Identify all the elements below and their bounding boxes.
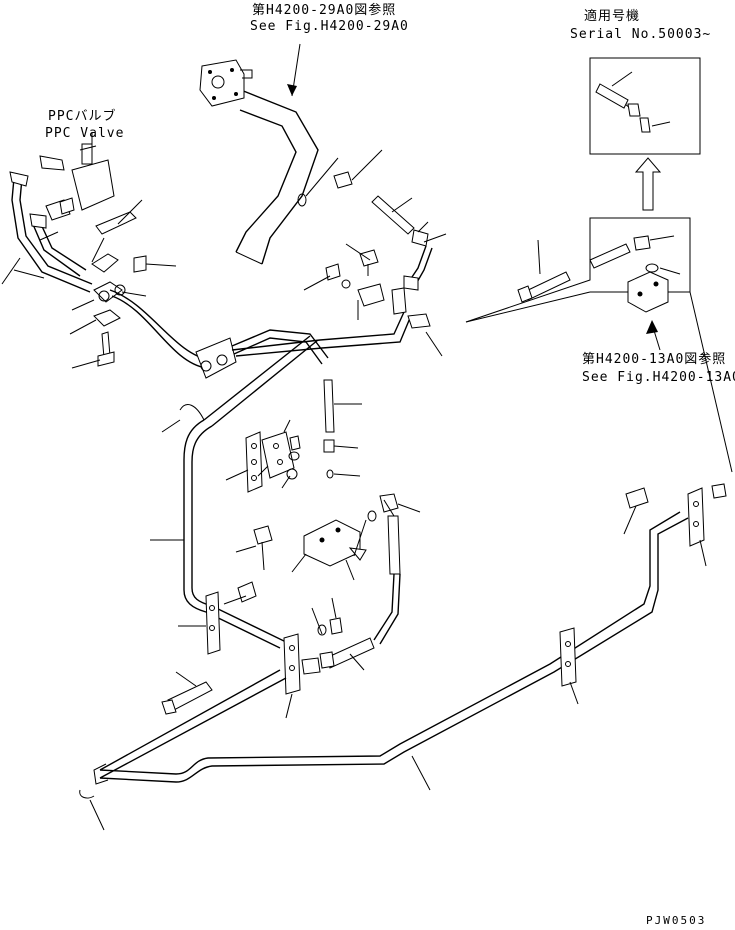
right-detail-box	[465, 217, 733, 473]
arrow-top-ref	[287, 84, 297, 96]
left-clamps	[69, 199, 177, 369]
lower-left-hose	[161, 671, 213, 715]
nuts-pair	[311, 597, 343, 636]
o-ring	[297, 193, 307, 207]
left-loop-pipe	[150, 335, 319, 649]
upper-right-hoses	[333, 149, 447, 291]
upper-pipe-run	[109, 289, 411, 379]
ppc-valve-assembly	[39, 132, 115, 221]
serial-en: Serial No.50003~	[570, 27, 711, 42]
far-right-bracket	[623, 483, 727, 567]
ref-right-jp: 第H4200-13A0図参照	[582, 351, 726, 367]
center-hose	[319, 573, 401, 671]
ppc-valve-en: PPC Valve	[45, 126, 124, 141]
drawing-number: PJW0503	[646, 914, 706, 927]
bottom-center-bracket	[283, 633, 321, 719]
left-hoses	[1, 171, 93, 293]
long-bottom-pipe	[79, 511, 689, 831]
serial-arrow	[634, 157, 662, 211]
serial-jp: 適用号機	[584, 8, 640, 24]
center-valve-block	[291, 493, 421, 581]
lower-right-bracket	[559, 627, 579, 705]
middle-bolts	[303, 243, 443, 357]
ref-top-en: See Fig.H4200-29A0	[250, 19, 409, 34]
serial-detail-box	[589, 57, 701, 155]
middle-bracket	[225, 419, 301, 493]
ref-right-en: See Fig.H4200-13A0	[582, 370, 735, 385]
vertical-pipe-middle	[323, 379, 362, 479]
left-middle-bolts	[223, 525, 273, 605]
ppc-valve-jp: PPCバルブ	[48, 108, 116, 124]
lower-left-bracket	[178, 591, 221, 655]
ref-top-jp: 第H4200-29A0図参照	[252, 2, 396, 18]
main-elbow-pipe	[199, 59, 319, 265]
